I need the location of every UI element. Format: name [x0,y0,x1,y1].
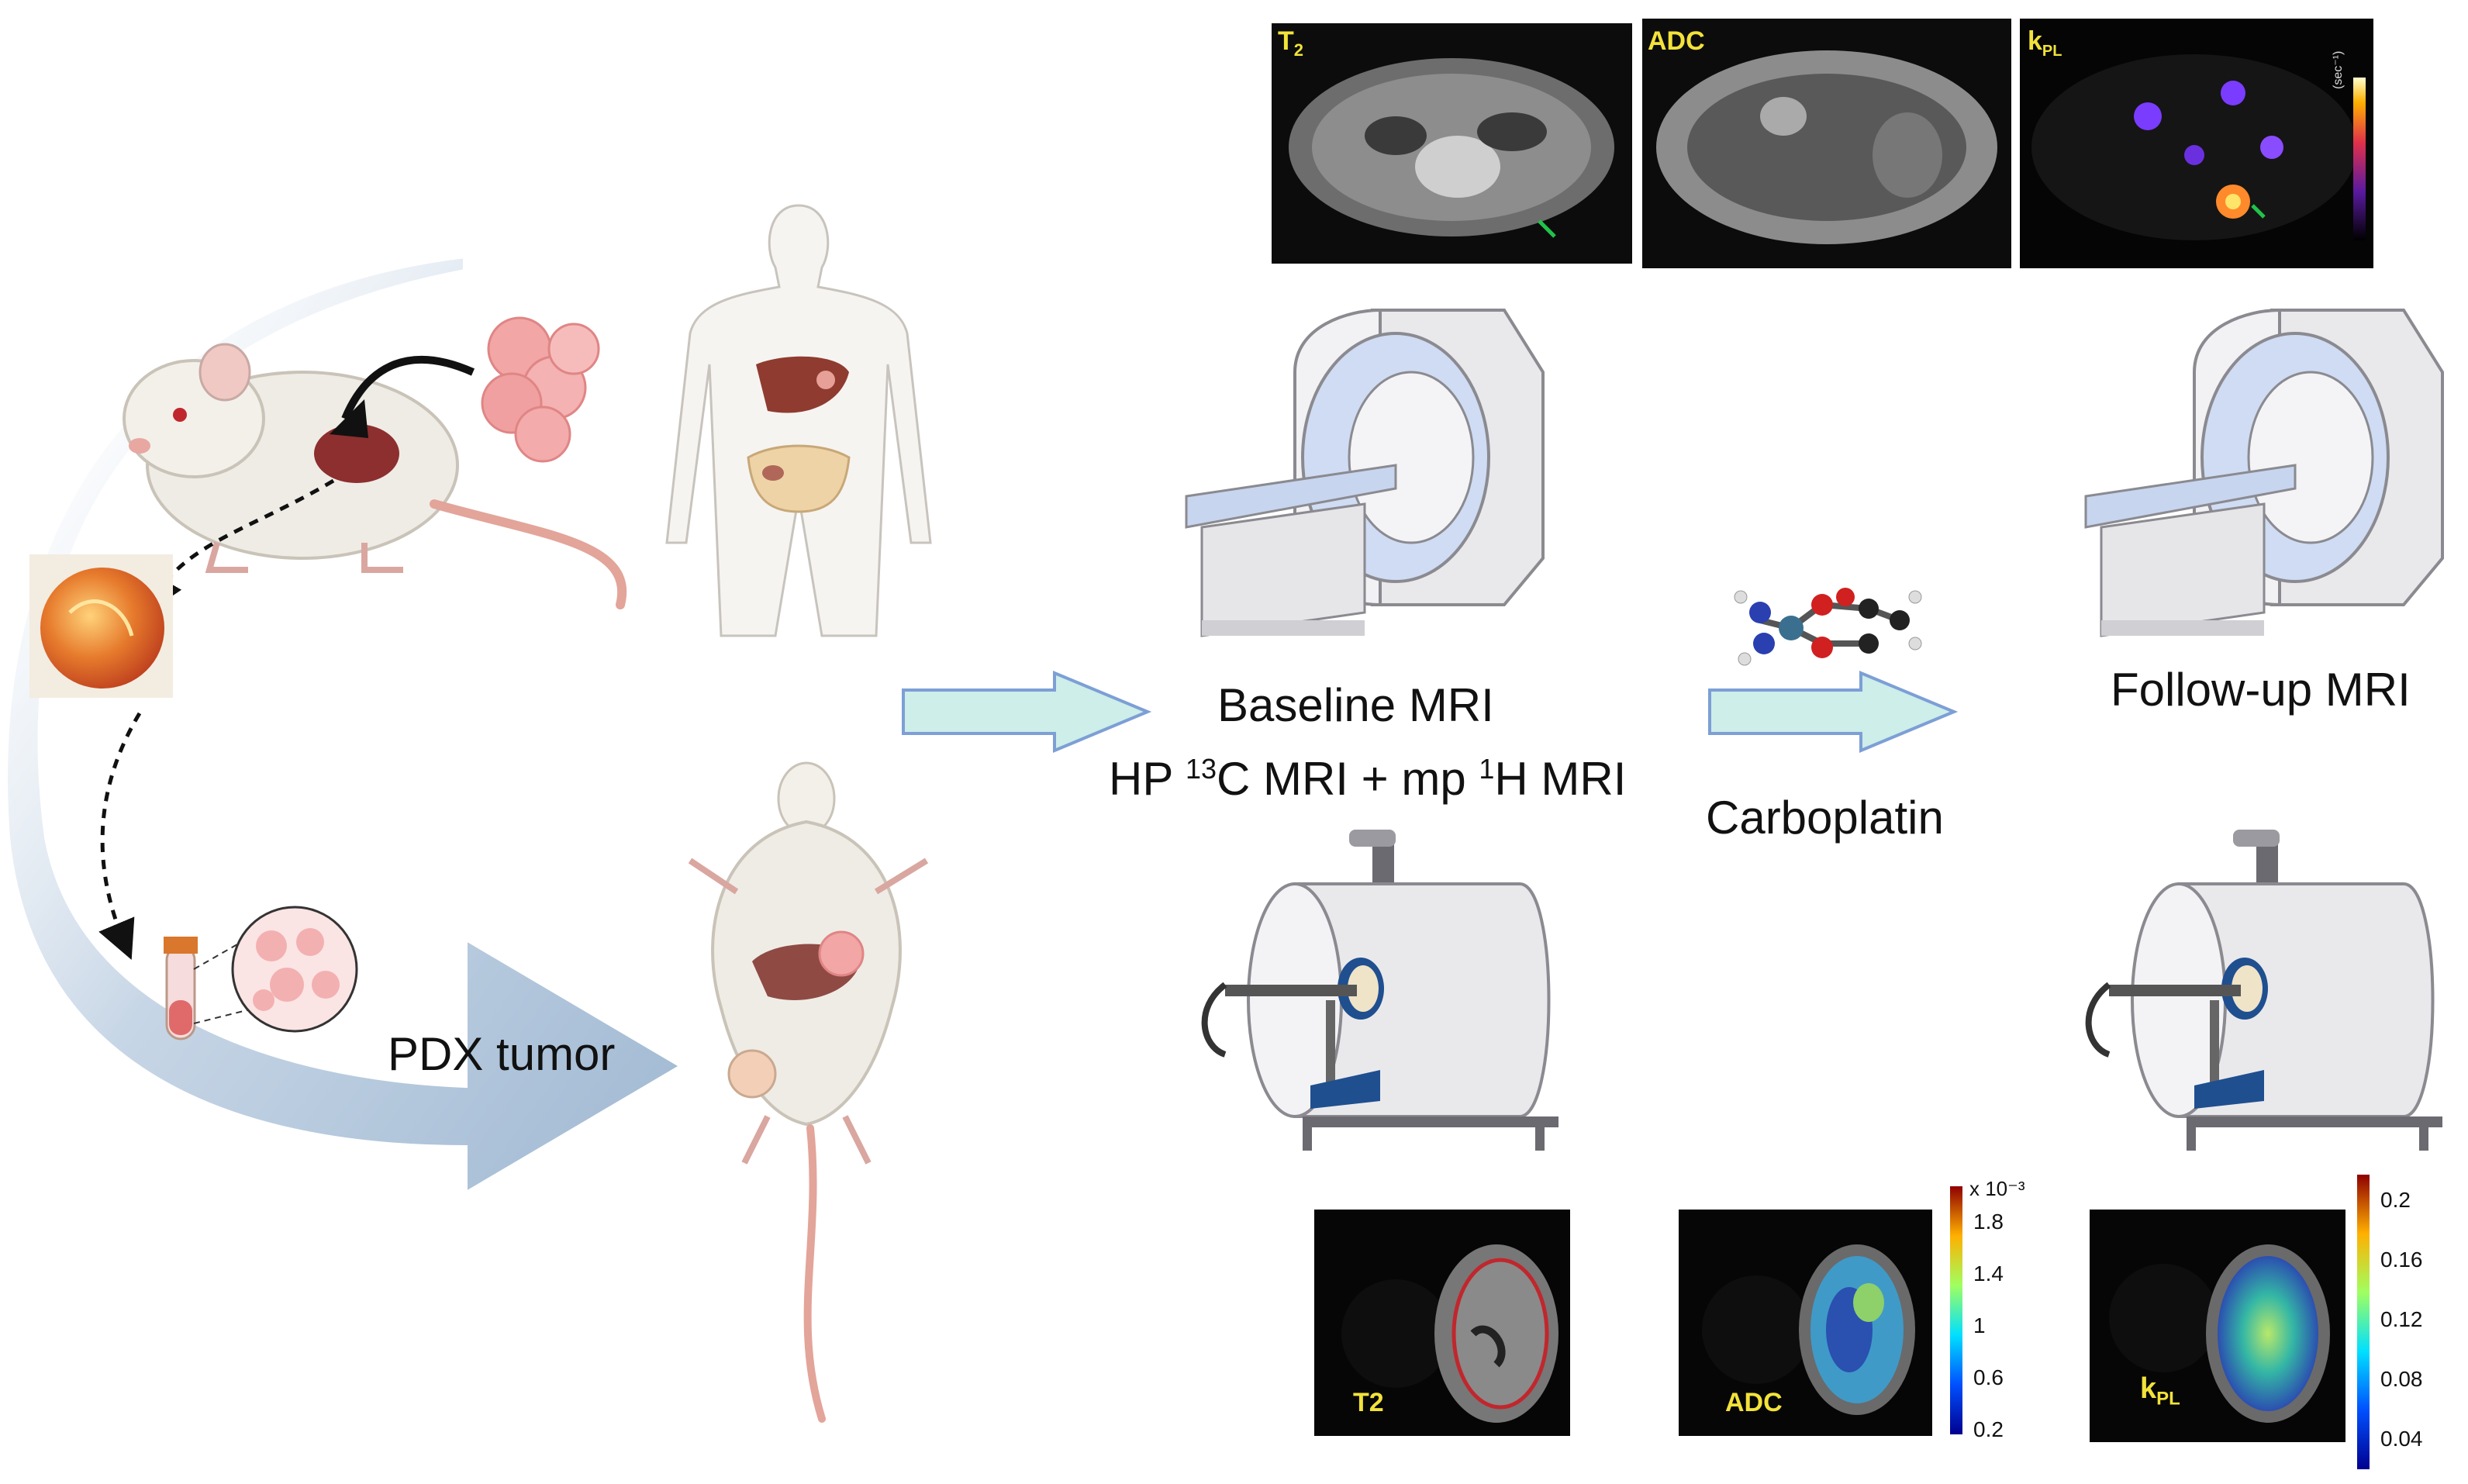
human-t2-panel [1272,23,1632,264]
human-t2-tag: T2 [1278,26,1304,60]
mouse-kpl-panel [2090,1175,2370,1469]
adc-tick-1: 1.4 [1973,1261,2004,1286]
sample-tube-icon [164,937,198,1041]
mouse-pdx-illustration [688,761,929,1423]
adc-tick-2: 1 [1973,1313,1986,1337]
kpl-tick-0: 0.2 [2380,1188,2411,1212]
kpl-tick-3: 0.08 [2380,1367,2423,1391]
magnified-cells-icon [231,906,358,1033]
kpl-tick-1: 0.16 [2380,1248,2423,1272]
hp-13-superscript: 13 [1185,753,1217,785]
adc-tick-3: 0.6 [1973,1365,2004,1389]
human-kpl-colorbar-unit: (sec⁻¹) [2332,50,2345,89]
followup-mri-label: Follow-up MRI [2111,664,2411,716]
human-kpl-tag: kPL [2028,26,2062,60]
mouse-kpl-tag: kPL [2140,1372,2180,1410]
baseline-mri-label: Baseline MRI [1217,679,1494,731]
implant-arrow [341,356,475,420]
preclinical-mri-scanner-followup [2085,830,2442,1151]
adc-tick-0: 1.8 [1973,1210,2004,1234]
mouse-t2-tag: T2 [1353,1388,1384,1417]
arrow-to-followup [1708,671,1959,753]
hp-c-mri: C MRI + mp [1216,753,1479,805]
human-body-illustration [665,204,932,637]
kpl-tick-4: 0.04 [2380,1427,2423,1451]
hp-mri-label: HP 13C MRI + mp 1H MRI [1109,752,1626,806]
carboplatin-label: Carboplatin [1706,792,1944,844]
human-adc-tag: ADC [1648,26,1705,56]
adc-tick-4: 0.2 [1973,1417,2004,1441]
human-kpl-panel [2020,19,2373,268]
arrow-to-baseline [902,671,1152,753]
preclinical-mri-scanner-baseline [1201,830,1558,1151]
mouse-adc-tag: ADC [1725,1388,1783,1417]
hp-h-mri: H MRI [1494,753,1627,805]
mouse-liver-implant-illustration [123,343,627,609]
carboplatin-molecule-icon [1734,588,1922,666]
dotted-arrow-to-tube [98,712,142,961]
kpl-tick-2: 0.12 [2380,1307,2423,1331]
hp-1-superscript: 1 [1479,753,1495,785]
clinical-mri-scanner-followup [2084,308,2444,637]
hp-prefix: HP [1109,753,1186,805]
harvested-tumor-photo [29,554,173,698]
human-adc-panel [1642,19,2011,268]
clinical-mri-scanner-baseline [1185,308,1545,637]
cancer-cell-cluster-icon [481,316,600,463]
mouse-t2-panel [1314,1210,1570,1436]
adc-scale-exponent: x 10⁻³ [1969,1177,2025,1200]
mouse-adc-panel [1679,1186,1962,1436]
pdx-tumor-label: PDX tumor [388,1028,616,1080]
